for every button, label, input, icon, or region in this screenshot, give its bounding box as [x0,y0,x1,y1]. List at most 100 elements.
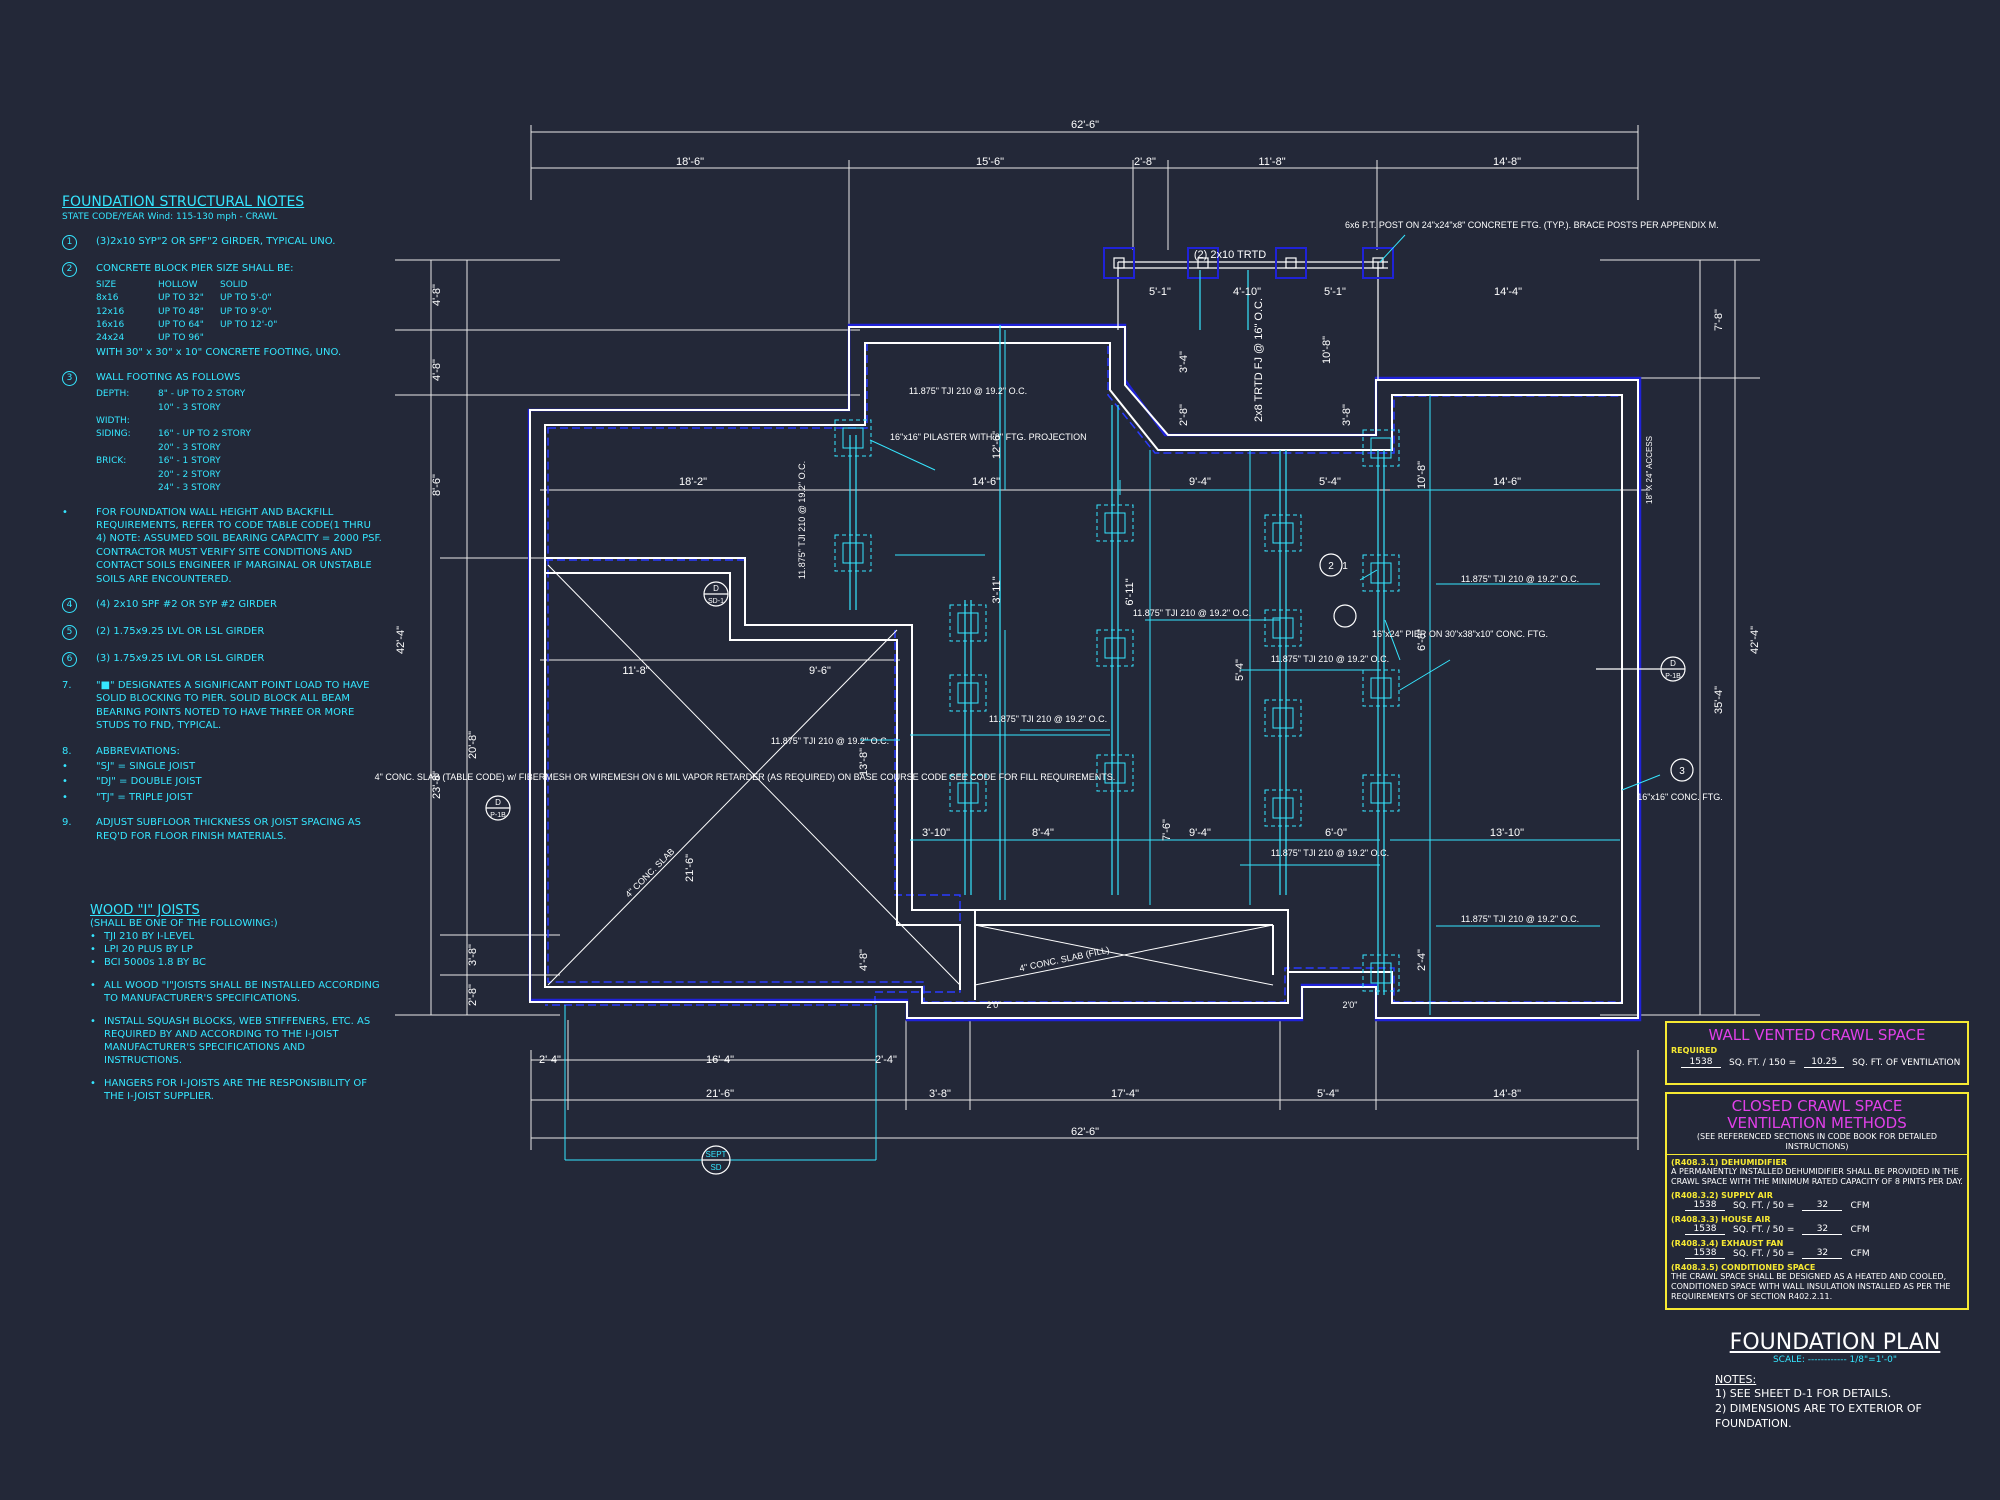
label-joist-g: 11.875" TJI 210 @ 19.2" O.C. [1271,848,1389,858]
dim-porch-4: 14'-4" [1494,286,1522,298]
wall-footing-table: DEPTH:8" - UP TO 2 STORY 10" - 3 STORY W… [96,389,251,494]
joists-title: WOOD "I" JOISTS [90,903,200,918]
dim-top-3: 2'-8" [1134,156,1156,168]
joist-item-2: LPI 20 PLUS BY LP [104,944,193,955]
dim-left-7: 2'-8" [467,984,479,1006]
dim-right-overall: 42'-4" [1749,626,1761,654]
dim-top-1: 18'-6" [676,156,704,168]
notes-title: FOUNDATION STRUCTURAL NOTES [62,194,305,210]
dim-left-overall: 42'-4" [395,626,407,654]
dim-10-8: 10'-8" [1416,461,1428,489]
dim-11-8: 11'-8" [622,665,649,677]
section-markers [485,581,1686,1175]
closed-title-2: VENTILATION METHODS [1727,1114,1907,1132]
dim-left-4: 20'-8" [467,731,479,759]
dim-bot-2: 16'-4" [706,1054,734,1066]
dim-top-2: 15'-6" [976,156,1004,168]
drawing-title: FOUNDATION PLAN [1729,1330,1941,1355]
drawing-scale: SCALE: ------------ 1/8"=1'-0" [1772,1355,1898,1365]
section-p-top: D [495,798,501,807]
label-slab-note: 4" CONC. SLAB (TABLE CODE) w/ FIBERMESH … [375,772,1116,782]
dim-bot-6: 17'-4" [1111,1088,1139,1100]
dim-4-8v: 4'-8" [858,949,870,971]
drawing-note-1: 1) SEE SHEET D-1 FOR DETAILS. [1715,1387,1892,1400]
dimension-lines [395,125,1760,1150]
dim-5-4v: 5'-4" [1234,659,1246,681]
label-slab-diag: 4" CONC. SLAB [623,846,676,899]
closed-crawl-panel: CLOSED CRAWL SPACE VENTILATION METHODS (… [1665,1092,1969,1310]
joist-item-1: TJI 210 BY I-LEVEL [104,931,195,942]
note-4: 4(4) 2x10 SPF #2 OR SYP #2 GIRDER [62,597,382,613]
closed-subtitle: (SEE REFERENCED SECTIONS IN CODE BOOK FO… [1667,1132,1967,1155]
section-s-bot: SD [710,1163,721,1172]
wood-joists-notes: WOOD "I" JOISTS (SHALL BE ONE OF THE FOL… [90,903,380,1102]
dim-porch-6: 3'-4" [1178,351,1190,373]
joist-item-3: BCI 5000s 1.8 BY BC [104,957,206,968]
section-r-bot: P-1B [1665,673,1681,680]
dim-bot-4: 21'-6" [706,1088,734,1100]
label-porch-joist: 2x8 TRTD FJ @ 16" O.C. [1253,298,1265,422]
dim-overall-top: 62'-6" [1071,119,1099,131]
label-pier-note: 16"x24" PIER ON 30"x38"x10" CONC. FTG. [1372,629,1548,639]
joist-spans [564,330,1620,1161]
dim-14-6b: 14'-6" [1493,476,1521,488]
porch-post-centers [1113,257,1384,269]
section-s-top: SEPT [706,1150,727,1159]
dim-bot-7: 5'-4" [1317,1088,1339,1100]
dim-bot-5: 3'-8" [929,1088,951,1100]
joists-subtitle: (SHALL BE ONE OF THE FOLLOWING:) [90,918,278,929]
leader-lines [869,234,1661,791]
note-bullet: •FOR FOUNDATION WALL HEIGHT AND BACKFILL… [62,506,382,585]
dim-5-4: 5'-4" [1319,476,1341,488]
section-p-bot: P-1B [490,812,506,819]
label-joist-b: 11.875" TJI 210 @ 19.2" O.C. [797,461,807,579]
label-joist-c: 11.875" TJI 210 @ 19.2" O.C. [1133,608,1251,618]
label-porch-beam: (2) 2x10 TRTD [1194,249,1266,261]
wall-vented-title: WALL VENTED CRAWL SPACE [1708,1026,1926,1044]
dim-9-4b: 9'-4" [1189,827,1211,839]
callout-2: 2 [1328,561,1334,572]
dim-porch-8: 3'-8" [1341,404,1353,426]
piers [834,419,1400,992]
dim-14-6a: 14'-6" [972,476,1000,488]
dim-2-4: 2'-4" [1416,949,1428,971]
wall-vented-value: 10.25 [1804,1057,1845,1068]
dim-overall-bottom: 62'-6" [1071,1126,1099,1138]
title-block: FOUNDATION PLAN SCALE: ------------ 1/8"… [1715,1330,1985,1431]
dim-18-2: 18'-2" [679,476,707,488]
dim-right-1: 7'-8" [1713,309,1725,331]
notes-subtitle: STATE CODE/YEAR Wind: 115-130 mph - CRAW… [62,212,278,223]
porch-framing [1117,261,1388,380]
drawing-note-2: 2) DIMENSIONS ARE TO EXTERIOR OF FOUNDAT… [1715,1402,1922,1430]
pier-centers [842,427,1392,984]
dim-left-1: 4'-8" [431,284,443,306]
dim-bot-3: 2'-4" [875,1054,897,1066]
dim-3-11: 3'-11" [991,576,1003,603]
dim-13-8: 13'-8" [858,748,870,776]
joist-bullet-3: HANGERS FOR I-JOISTS ARE THE RESPONSIBIL… [104,1078,368,1102]
label-joist-i: 11.875" TJI 210 @ 19.2" O.C. [1461,914,1579,924]
section-d-bot: SD-1 [708,598,724,605]
note-7: 7."■" DESIGNATES A SIGNIFICANT POINT LOA… [62,679,370,732]
dim-9-4a: 9'-4" [1189,476,1211,488]
label-pilaster: 16"x16" PILASTER WITH 8" FTG. PROJECTION [890,432,1087,442]
dim-left-2: 4'-8" [431,359,443,381]
slab-diagonals [547,564,1274,986]
note-9: 9.ADJUST SUBFLOOR THICKNESS OR JOIST SPA… [62,817,361,842]
dim-bot-8: 14'-8" [1493,1088,1521,1100]
dim-12-6: 12'-6" [991,431,1003,459]
dim-left-3: 8'-6" [431,474,443,496]
dim-9-6: 9'-6" [809,665,831,677]
dim-6-8: 6'-8" [1416,629,1428,651]
callout-circles [1319,553,1694,782]
label-slab-small: 4" CONC. SLAB (FILL) [1018,945,1110,974]
dim-7-6: 7'-6" [1161,819,1173,841]
dim-top-5: 14'-8" [1493,156,1521,168]
foundation-notes: FOUNDATION STRUCTURAL NOTES STATE CODE/Y… [62,194,382,842]
label-joist-d: 11.875" TJI 210 @ 19.2" O.C. [1271,654,1389,664]
wall-vented-area: 1538 [1681,1057,1721,1068]
label-post-note: 6x6 P.T. POST ON 24"x24"x8" CONCRETE FTG… [1345,220,1719,230]
